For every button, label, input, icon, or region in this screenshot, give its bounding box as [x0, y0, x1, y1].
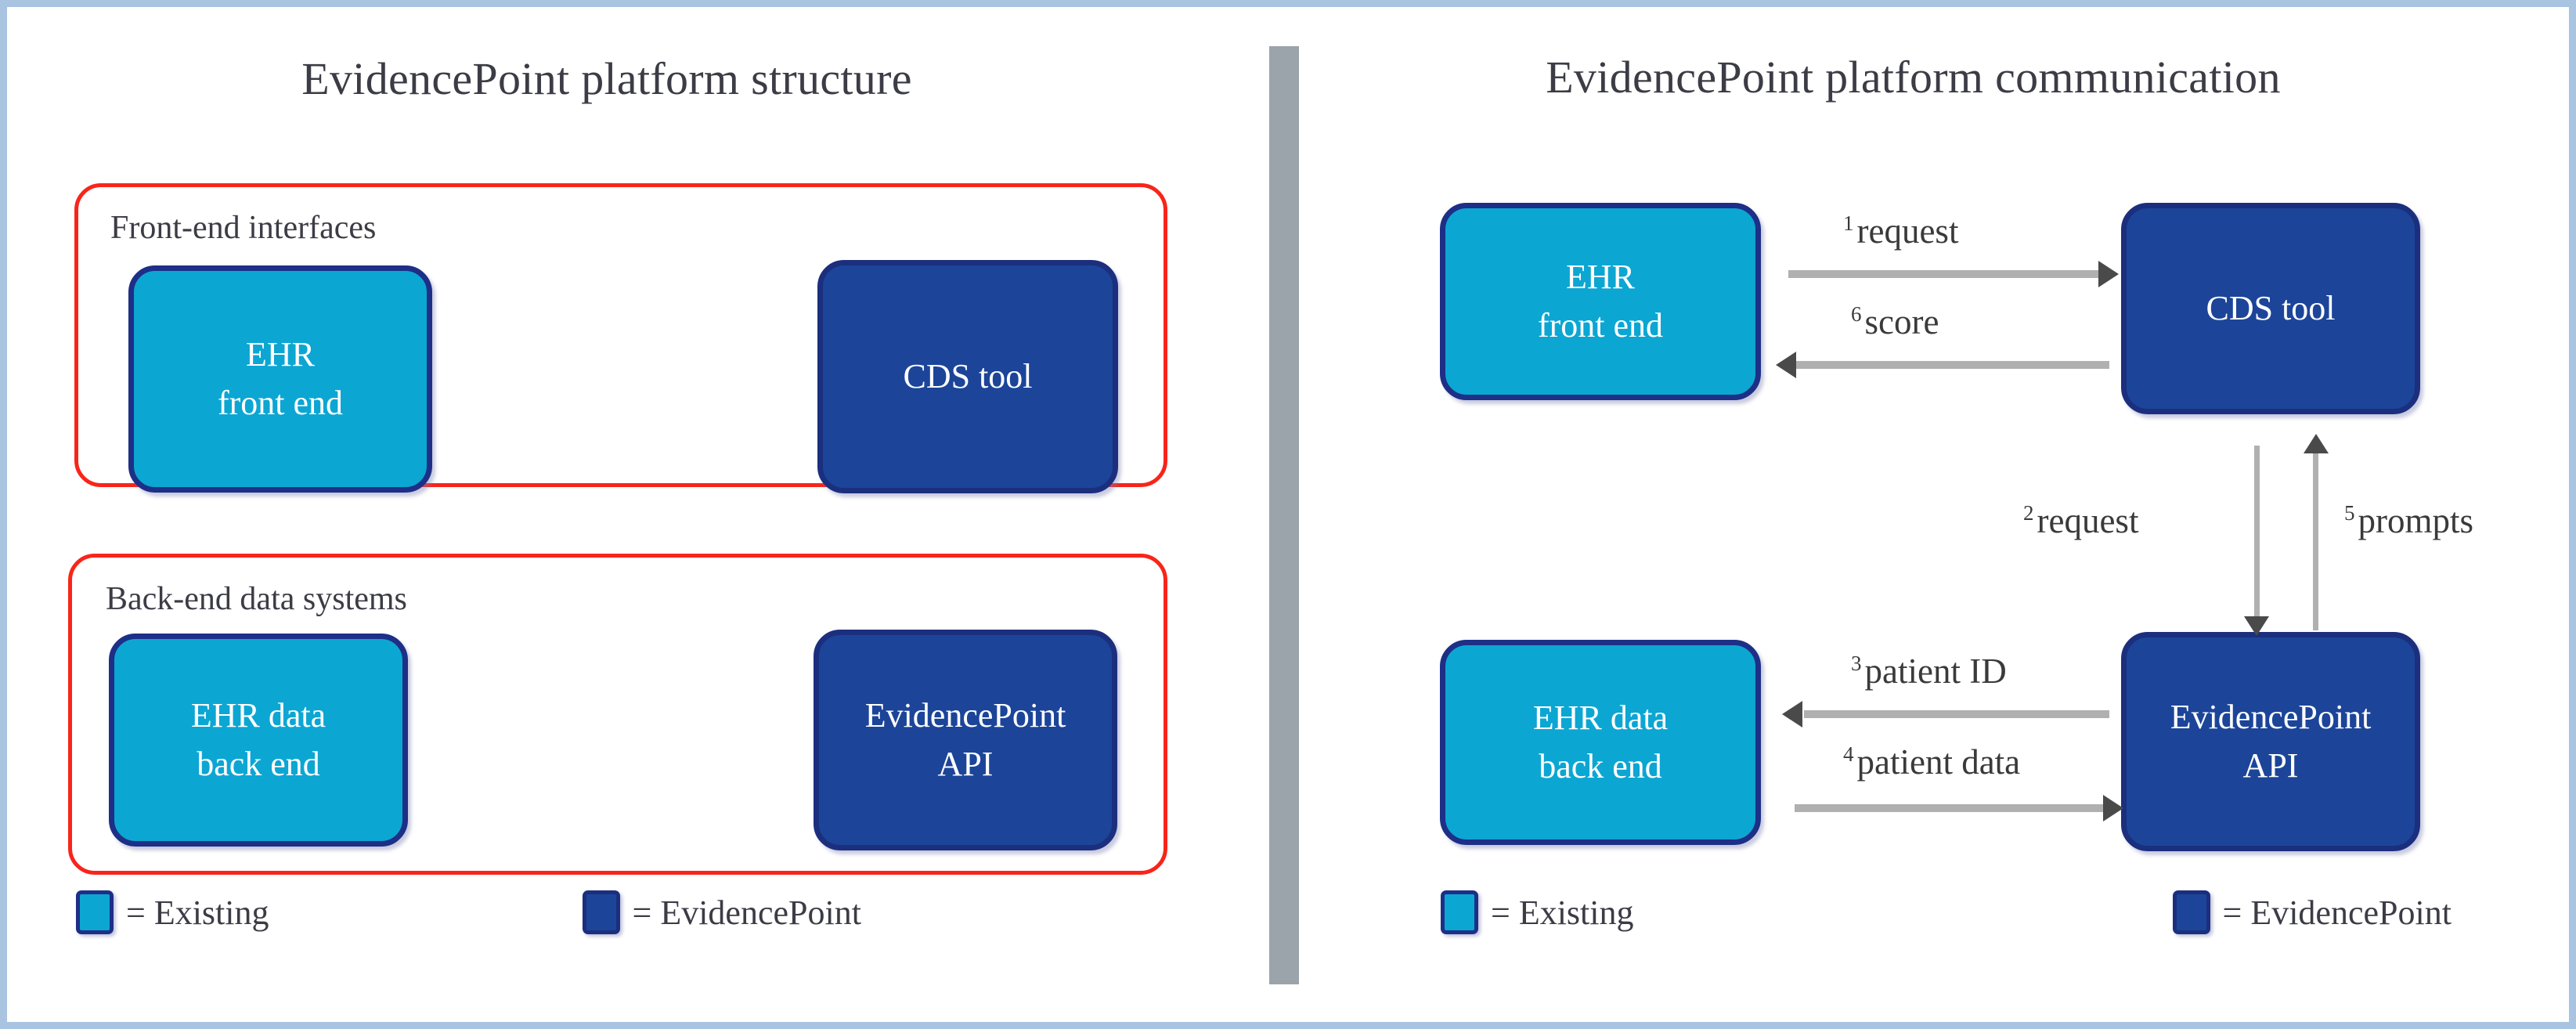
legend-label-evidencepoint: = EvidencePoint [632, 893, 861, 932]
legend-structure: = Existing = EvidencePoint [76, 890, 861, 934]
edge-2-label: 2request [2023, 500, 2138, 541]
edge-6-text: score [1864, 302, 1939, 341]
edge-3-text: patient ID [1864, 652, 2007, 691]
node-cds-tool-line1: CDS tool [903, 356, 1033, 395]
node-evidencepoint-api-comm-line2: API [2242, 746, 2299, 785]
legend-item-evidencepoint-comm: = EvidencePoint [2172, 890, 2452, 934]
node-ehr-data-back-end-line1: EHR data [190, 695, 327, 735]
legend-label-evidencepoint-comm: = EvidencePoint [2222, 893, 2452, 932]
legend-swatch-existing-icon [76, 890, 114, 934]
legend-swatch-evidencepoint-comm-icon [2172, 890, 2210, 934]
edge-6-line [1796, 361, 2109, 369]
panel-divider [1269, 46, 1299, 984]
node-ehr-data-back-end-comm-line2: back end [1539, 747, 1662, 785]
edge-5-label: 5prompts [2344, 500, 2473, 541]
legend-item-existing-comm: = Existing [1441, 890, 1634, 934]
edge-5-step: 5 [2344, 501, 2355, 525]
node-cds-tool-comm-line1: CDS tool [2206, 288, 2336, 327]
legend-item-evidencepoint: = EvidencePoint [582, 890, 861, 934]
legend-item-existing: = Existing [76, 890, 269, 934]
edge-4-arrowhead-right-icon [2103, 795, 2123, 821]
edge-4-label: 4patient data [1843, 742, 2020, 782]
edge-6-label: 6score [1851, 301, 1939, 342]
edge-1-arrowhead-right-icon [2098, 261, 2119, 287]
legend-communication: = Existing = EvidencePoint [1441, 890, 2452, 934]
edge-3-label: 3patient ID [1851, 651, 2007, 691]
node-evidencepoint-api[interactable]: EvidencePoint API [814, 630, 1117, 850]
panel-structure-title: EvidencePoint platform structure [301, 53, 912, 104]
edge-4-line [1795, 804, 2106, 812]
edge-2-step: 2 [2023, 501, 2034, 525]
edge-5-line [2313, 452, 2318, 630]
edge-4-step: 4 [1843, 742, 1854, 766]
edge-1-line [1788, 270, 2102, 278]
legend-label-existing-comm: = Existing [1491, 893, 1634, 932]
edge-3-arrowhead-left-icon [1782, 701, 1802, 728]
node-cds-tool[interactable]: CDS tool [817, 260, 1118, 493]
panel-communication-title: EvidencePoint platform communication [1546, 52, 2281, 103]
panel-platform-structure: EvidencePoint platform structure Front-e… [7, 7, 1269, 1022]
edge-6-arrowhead-left-icon [1776, 352, 1796, 378]
node-evidencepoint-api-comm[interactable]: EvidencePoint API [2121, 632, 2420, 851]
edge-5-arrowhead-up-icon [2304, 434, 2329, 453]
edge-1-label: 1request [1843, 211, 1958, 251]
legend-swatch-existing-comm-icon [1441, 890, 1478, 934]
node-ehr-data-back-end-line2: back end [197, 745, 320, 783]
group-label-front-end-interfaces: Front-end interfaces [110, 210, 377, 246]
node-ehr-front-end-line1: EHR [246, 334, 315, 374]
edge-2-line [2254, 446, 2260, 619]
legend-swatch-evidencepoint-icon [582, 890, 620, 934]
node-evidencepoint-api-line2: API [937, 745, 994, 783]
node-evidencepoint-api-comm-line1: EvidencePoint [2170, 697, 2372, 736]
group-back-end-data-systems [68, 554, 1167, 875]
edge-4-text: patient data [1856, 742, 2021, 782]
node-ehr-data-back-end-comm-line1: EHR data [1532, 698, 1669, 737]
node-ehr-front-end-comm-line1: EHR [1566, 257, 1635, 296]
edge-3-step: 3 [1851, 652, 1862, 675]
edge-2-text: request [2037, 501, 2139, 540]
node-evidencepoint-api-line1: EvidencePoint [864, 695, 1066, 735]
edge-5-text: prompts [2358, 501, 2474, 540]
node-cds-tool-comm[interactable]: CDS tool [2121, 203, 2420, 414]
node-ehr-front-end-comm-line2: front end [1537, 306, 1664, 345]
node-ehr-data-back-end[interactable]: EHR data back end [109, 634, 408, 847]
legend-label-existing: = Existing [126, 893, 269, 932]
edge-3-line [1804, 710, 2109, 718]
group-front-end-interfaces [74, 183, 1167, 487]
node-ehr-data-back-end-comm[interactable]: EHR data back end [1440, 640, 1761, 845]
edge-1-step: 1 [1843, 211, 1854, 235]
edge-6-step: 6 [1851, 302, 1862, 326]
edge-1-text: request [1856, 211, 1959, 251]
node-ehr-front-end-comm[interactable]: EHR front end [1440, 203, 1761, 400]
node-ehr-front-end-line2: front end [217, 384, 344, 422]
panel-platform-communication: EvidencePoint platform communication EHR… [1303, 7, 2569, 1022]
edge-2-arrowhead-down-icon [2244, 616, 2269, 636]
group-label-back-end-data-systems: Back-end data systems [106, 581, 407, 617]
node-ehr-front-end[interactable]: EHR front end [128, 265, 432, 493]
